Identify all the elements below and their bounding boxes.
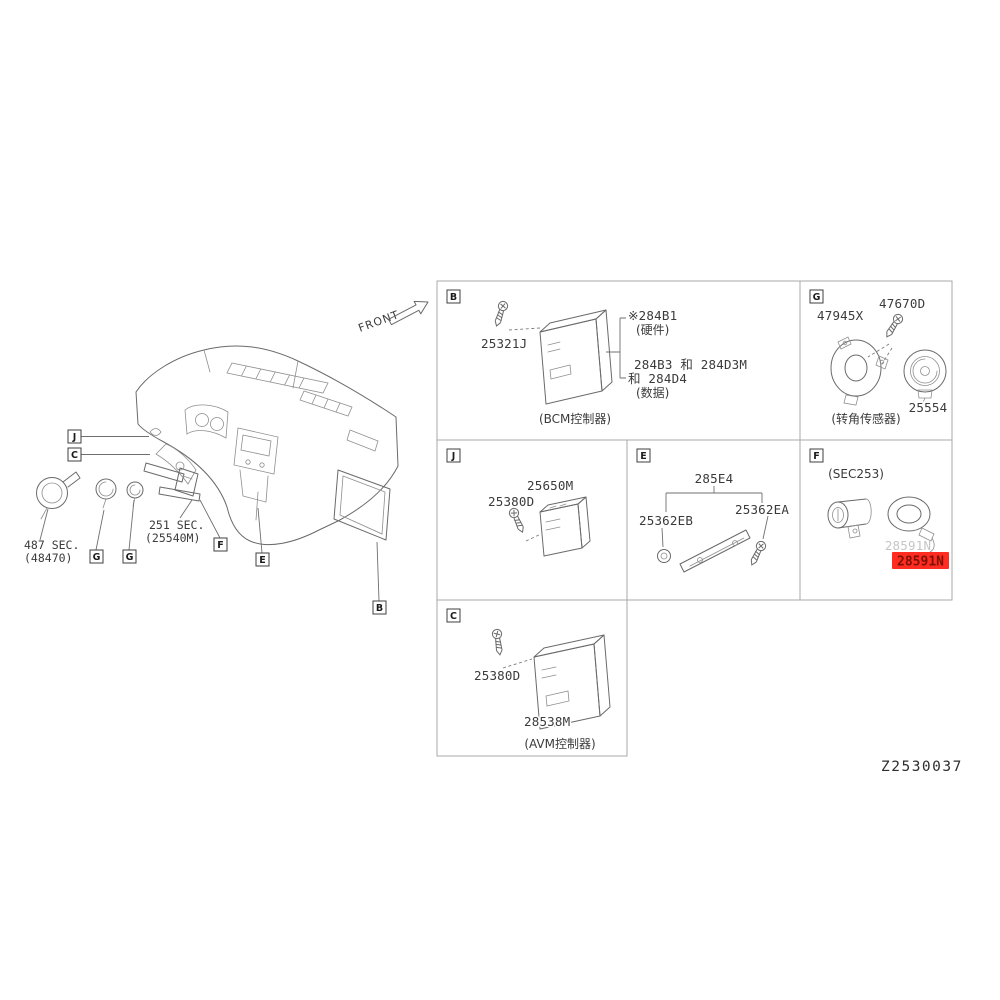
drawing-number: Z2530037 xyxy=(881,759,963,775)
dashboard-outline xyxy=(135,345,399,546)
note-data: (数据) xyxy=(636,385,669,400)
panel-j-callout: J xyxy=(446,448,461,463)
spiral-cable-small-1 xyxy=(95,478,117,509)
dashboard-illustration: J C G G F E B 487 SEC. (48470) 251 SEC. xyxy=(24,345,399,615)
part-284d4: 和 284D4 xyxy=(628,371,687,386)
panel-b-label-lines xyxy=(606,317,626,379)
loop-clamp-487 xyxy=(36,471,81,520)
screw-icon xyxy=(491,628,505,656)
panel-b-callout: B xyxy=(446,289,461,304)
panel-e-bracket-lines xyxy=(661,486,769,548)
panel-b-letter: B xyxy=(450,292,457,303)
callout-j: J xyxy=(67,429,82,444)
panel-c-dash-leader xyxy=(502,658,533,669)
part-25362eb: 25362EB xyxy=(639,513,693,528)
panel-j-letter: J xyxy=(451,451,456,462)
callout-g1-letter: G xyxy=(93,552,101,563)
callout-b-letter: B xyxy=(376,603,383,614)
callout-j-letter: J xyxy=(72,432,77,443)
callout-e-letter: E xyxy=(259,555,266,566)
part-25362ea: 25362EA xyxy=(735,502,789,517)
panel-g: G 47945X 47670D 25554 (转角传感器) xyxy=(809,289,949,426)
front-label: FRONT xyxy=(357,308,401,335)
screw-icon xyxy=(491,299,510,328)
screw-icon xyxy=(747,539,768,568)
callout-g1: G xyxy=(89,549,104,564)
panel-grid xyxy=(436,280,953,757)
callout-g2: G xyxy=(122,549,137,564)
panel-f-letter: F xyxy=(813,451,820,462)
part-25380d-j: 25380D xyxy=(488,494,534,509)
instrument-cluster xyxy=(184,404,229,439)
note-hardware: (硬件) xyxy=(636,323,669,337)
callout-f-letter: F xyxy=(217,540,224,551)
panel-g-letter: G xyxy=(813,292,821,303)
panel-f: F (SEC253) 28591N 28591N xyxy=(809,448,949,570)
front-arrow-shape xyxy=(388,300,429,326)
screw-icon xyxy=(882,312,905,340)
clock-spring-drawing xyxy=(903,349,947,406)
panel-c: C 25380D 28538M (AVM控制器) xyxy=(446,608,611,751)
steering-column xyxy=(155,349,299,485)
label-487-sec: 487 SEC. xyxy=(24,538,79,552)
panel-b-dash-leader xyxy=(508,327,541,331)
panel-f-callout: F xyxy=(809,448,824,463)
part-25380d-c: 25380D xyxy=(474,668,520,683)
panel-j: J 25650M 25380D xyxy=(446,448,591,557)
antenna-assembly-drawing xyxy=(657,529,751,573)
callout-e: E xyxy=(255,552,270,567)
control-unit-drawing xyxy=(539,496,591,557)
part-28591n-highlight: 28591N xyxy=(897,555,944,570)
panel-e-callout: E xyxy=(636,448,651,463)
screw-icon xyxy=(507,506,528,535)
callout-c: C xyxy=(67,447,82,462)
ignition-lock-drawing xyxy=(827,498,872,539)
callout-c-letter: C xyxy=(71,450,78,461)
callout-g2-letter: G xyxy=(126,552,134,563)
combination-switch xyxy=(143,462,201,502)
label-251-sec: 251 SEC. xyxy=(149,518,204,532)
label-25540m: (25540M) xyxy=(145,531,200,545)
part-28591n-original: 28591N xyxy=(885,538,931,553)
glove-box xyxy=(333,429,391,541)
part-25321j: 25321J xyxy=(481,336,527,351)
highlight-box xyxy=(892,552,949,569)
spiral-cable-small-2 xyxy=(126,481,144,507)
panel-e-letter: E xyxy=(640,451,647,462)
panel-g-callout: G xyxy=(809,289,824,304)
panel-e: E 285E4 25362EB 25362EA xyxy=(636,448,789,573)
clip-part xyxy=(149,428,162,436)
panel-c-callout: C xyxy=(446,608,461,623)
part-47945x: 47945X xyxy=(817,308,864,323)
part-47670d: 47670D xyxy=(879,296,925,311)
panel-g-dash-leader xyxy=(867,343,893,365)
part-28538m: 28538M xyxy=(524,714,570,729)
part-25650m: 25650M xyxy=(527,478,573,493)
avm-module-drawing xyxy=(533,634,611,730)
part-284b1: ※284B1 xyxy=(628,308,677,323)
panel-c-letter: C xyxy=(450,611,457,622)
caption-steering-angle-sensor: (转角传感器) xyxy=(831,411,900,426)
part-285e4: 285E4 xyxy=(695,471,734,486)
angle-sensor-body-drawing xyxy=(830,336,889,406)
part-25554: 25554 xyxy=(909,400,948,415)
label-48470: (48470) xyxy=(24,551,72,565)
callout-b: B xyxy=(372,600,387,615)
front-arrow: FRONT xyxy=(357,300,429,335)
bcm-module-drawing xyxy=(539,309,613,405)
caption-bcm-controller: (BCM控制器) xyxy=(539,412,611,426)
defroster-vent xyxy=(226,362,353,417)
center-stack xyxy=(233,427,279,521)
panel-j-dash-leader xyxy=(525,533,542,542)
panel-b: B 25321J ※284B1 (硬件) 284B3 和 284D3M 和 28… xyxy=(446,289,747,426)
callout-f: F xyxy=(213,537,228,552)
caption-avm-controller: (AVM控制器) xyxy=(524,737,595,751)
part-284b3-284d3m: 284B3 和 284D3M xyxy=(634,357,747,372)
dashboard-leader-lines xyxy=(39,436,380,602)
immobilizer-ring-drawing xyxy=(887,496,935,553)
sec253-label: (SEC253) xyxy=(828,467,884,481)
